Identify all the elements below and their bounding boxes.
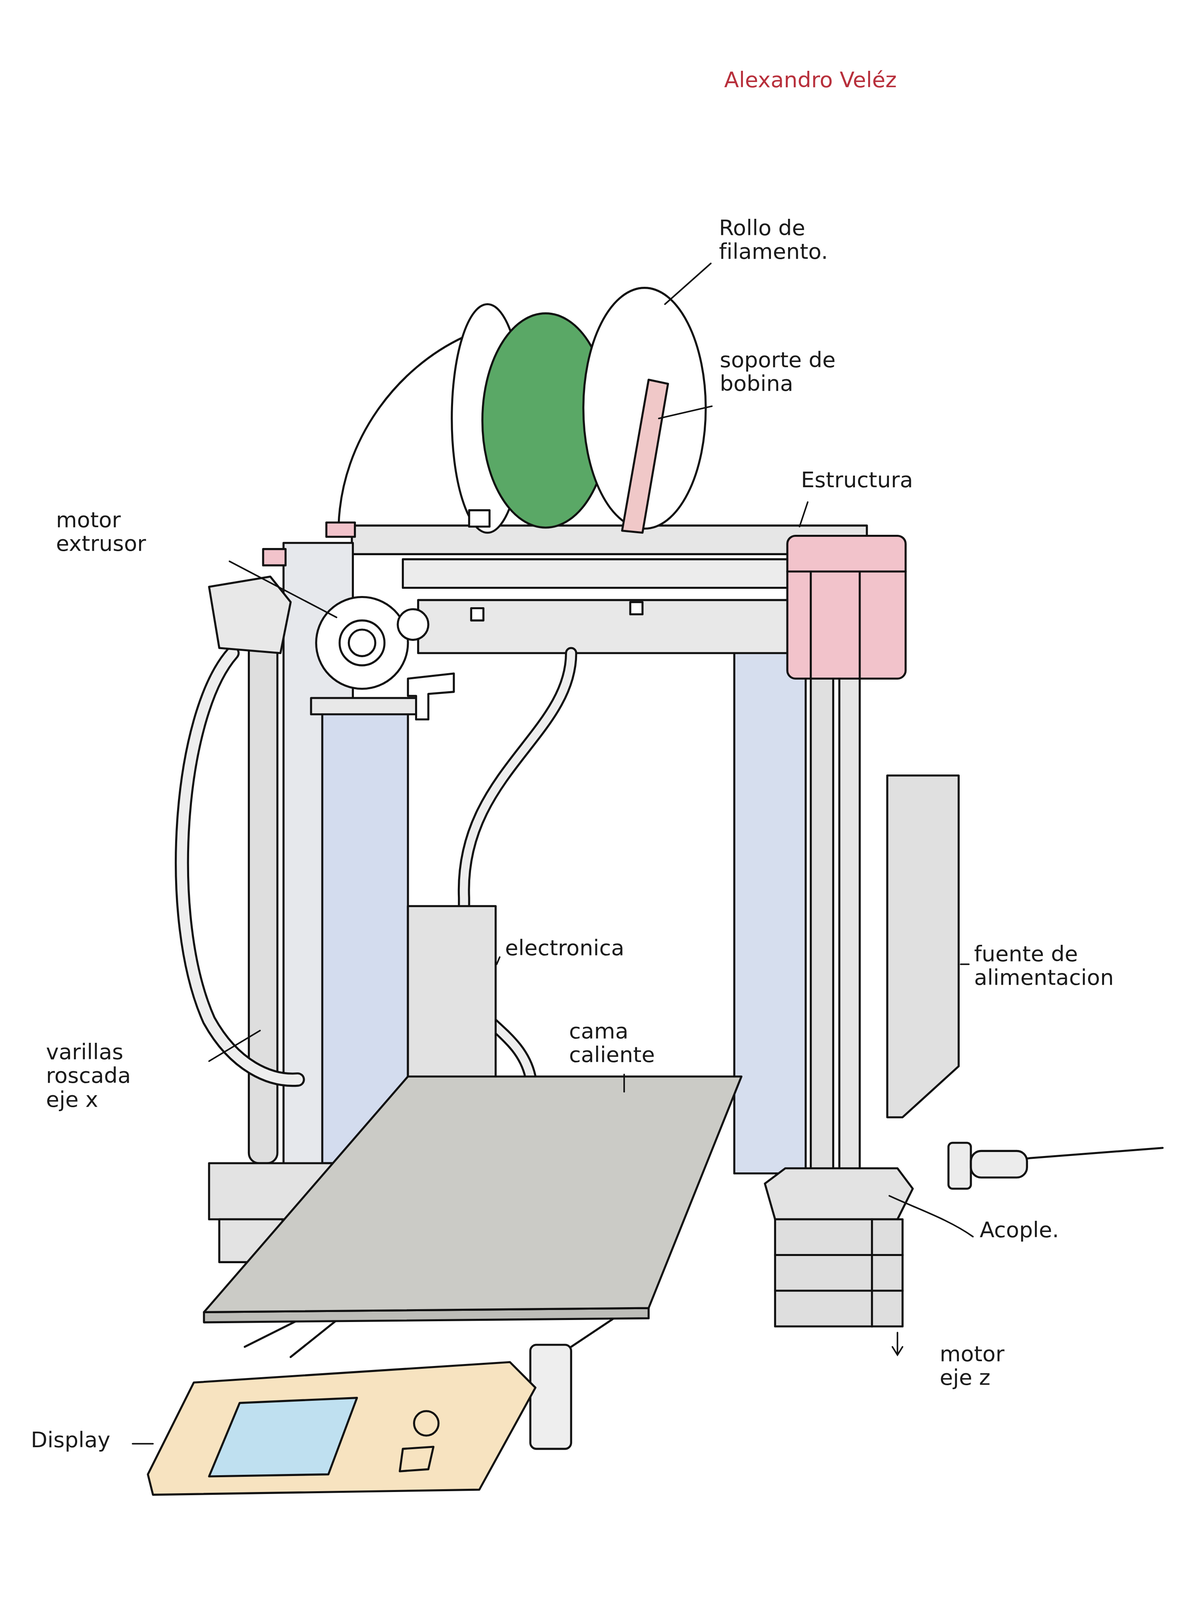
part-label: electronica: [505, 935, 625, 960]
display-knob: [413, 1410, 439, 1436]
leader-lines: [132, 263, 974, 1444]
power-plug-body: [970, 1150, 1027, 1177]
top-rail: [402, 559, 806, 588]
part-label: Rollo de filamento.: [718, 215, 919, 264]
motor-lines: [774, 1218, 903, 1326]
bowden-tube: [181, 652, 298, 1080]
part-label: fuente de alimentacion: [974, 941, 1151, 990]
leader-line: [623, 1074, 625, 1092]
leader-line: [132, 1442, 154, 1444]
spool-foot: [469, 510, 490, 527]
printer-drawing: [147, 287, 1163, 1495]
part-label: soporte de bobina: [719, 347, 912, 396]
carriage-plate: [311, 697, 419, 715]
z-motor: [774, 1218, 903, 1326]
leader-line: [960, 963, 969, 965]
part-label: varillas roscada eje x: [45, 1039, 154, 1111]
extruder-bracket: [209, 576, 291, 653]
frame-clip: [263, 549, 286, 566]
extruder-motor-shaft: [348, 629, 376, 656]
y-rail-block: [530, 1344, 572, 1449]
part-label: motor extrusor: [55, 507, 176, 556]
display-button: [399, 1446, 434, 1471]
author-signature: Alexandro Veléz: [724, 67, 897, 92]
power-plug: [948, 1142, 971, 1189]
leader-line: [496, 956, 500, 965]
red-cap: [787, 535, 906, 679]
rail-clip: [471, 608, 484, 621]
right-column: [734, 642, 806, 1173]
frame-clip: [326, 522, 355, 537]
right-base: [764, 1168, 913, 1220]
x-gantry: [418, 599, 806, 653]
bowden-tube-fill: [181, 652, 298, 1080]
display-screen: [209, 1397, 358, 1476]
part-label: Estructura: [800, 467, 913, 492]
filament-line: [338, 336, 465, 526]
spool-holder: [622, 379, 669, 533]
electronics-box: [407, 905, 496, 1077]
leader-line: [209, 1030, 261, 1061]
leader-line: [229, 561, 337, 617]
extruder-gear: [397, 608, 429, 640]
leader-line: [799, 501, 808, 527]
extruder-motor-hub: [339, 620, 385, 665]
rail-clip: [630, 601, 643, 615]
leader-line: [658, 406, 713, 419]
part-label: Display: [30, 1427, 111, 1452]
hotend: [407, 673, 454, 720]
leader-line: [664, 263, 711, 304]
threaded-rod: [248, 637, 278, 1163]
part-label: motor eje z: [939, 1341, 1040, 1390]
leader-line: [889, 1195, 973, 1237]
leader-line: [892, 1331, 903, 1355]
cap-lines: [787, 571, 906, 679]
part-label: Acople.: [979, 1217, 1059, 1242]
extruder-motor: [316, 596, 409, 689]
display-panel: [147, 1361, 536, 1495]
power-supply: [887, 775, 959, 1117]
heated-bed: [203, 1076, 742, 1312]
part-label: cama caliente: [569, 1018, 673, 1067]
